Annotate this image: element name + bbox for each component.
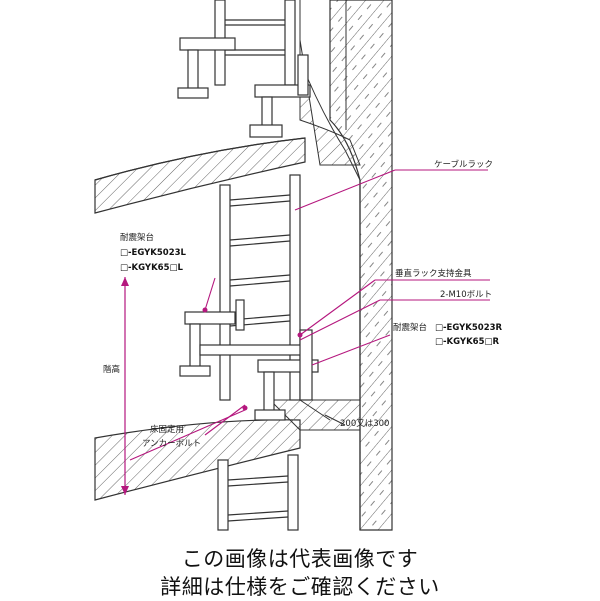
- seismic-stand-right-model1: □-EGYK5023R: [435, 323, 503, 333]
- caption-line-1: この画像は代表画像です: [181, 547, 419, 571]
- upper-floor-slab: [94, 39, 361, 214]
- lower-seismic-stand: [179, 299, 319, 421]
- dimension-label: 200又は300: [340, 419, 389, 429]
- bolt-label: 2-M10ボルト: [440, 290, 492, 300]
- leader-dot: [202, 307, 208, 313]
- anchor-label-line1: 床固定用: [150, 424, 184, 435]
- floor-height-label: 階高: [103, 364, 120, 375]
- seismic-stand-right-model2: □-KGYK65□R: [435, 337, 500, 347]
- caption-line-2: 詳細は仕様をご確認ください: [160, 575, 440, 599]
- seismic-stand-right-title: 耐震架台: [393, 322, 427, 333]
- vertical-bracket-label: 垂直ラック支持金具: [395, 268, 472, 279]
- leader-dot: [297, 332, 303, 338]
- seismic-stand-left-model2: □-KGYK65□L: [120, 263, 184, 273]
- seismic-stand-left-title: 耐震架台: [120, 232, 154, 243]
- upper-seismic-stand: [177, 37, 311, 138]
- leader-lines: [129, 169, 490, 461]
- cable-rack-label: ケーブルラック: [434, 159, 493, 170]
- floor-height-dimension: 階高: [103, 277, 129, 495]
- anchor-label-line2: アンカーボルト: [142, 439, 201, 449]
- building-wall: [299, 0, 393, 531]
- dimension-marker: 200又は300: [299, 399, 389, 429]
- lower-floor-slab: [94, 399, 361, 501]
- leader-dot: [242, 405, 248, 411]
- seismic-stand-left-model1: □-EGYK5023L: [120, 248, 187, 258]
